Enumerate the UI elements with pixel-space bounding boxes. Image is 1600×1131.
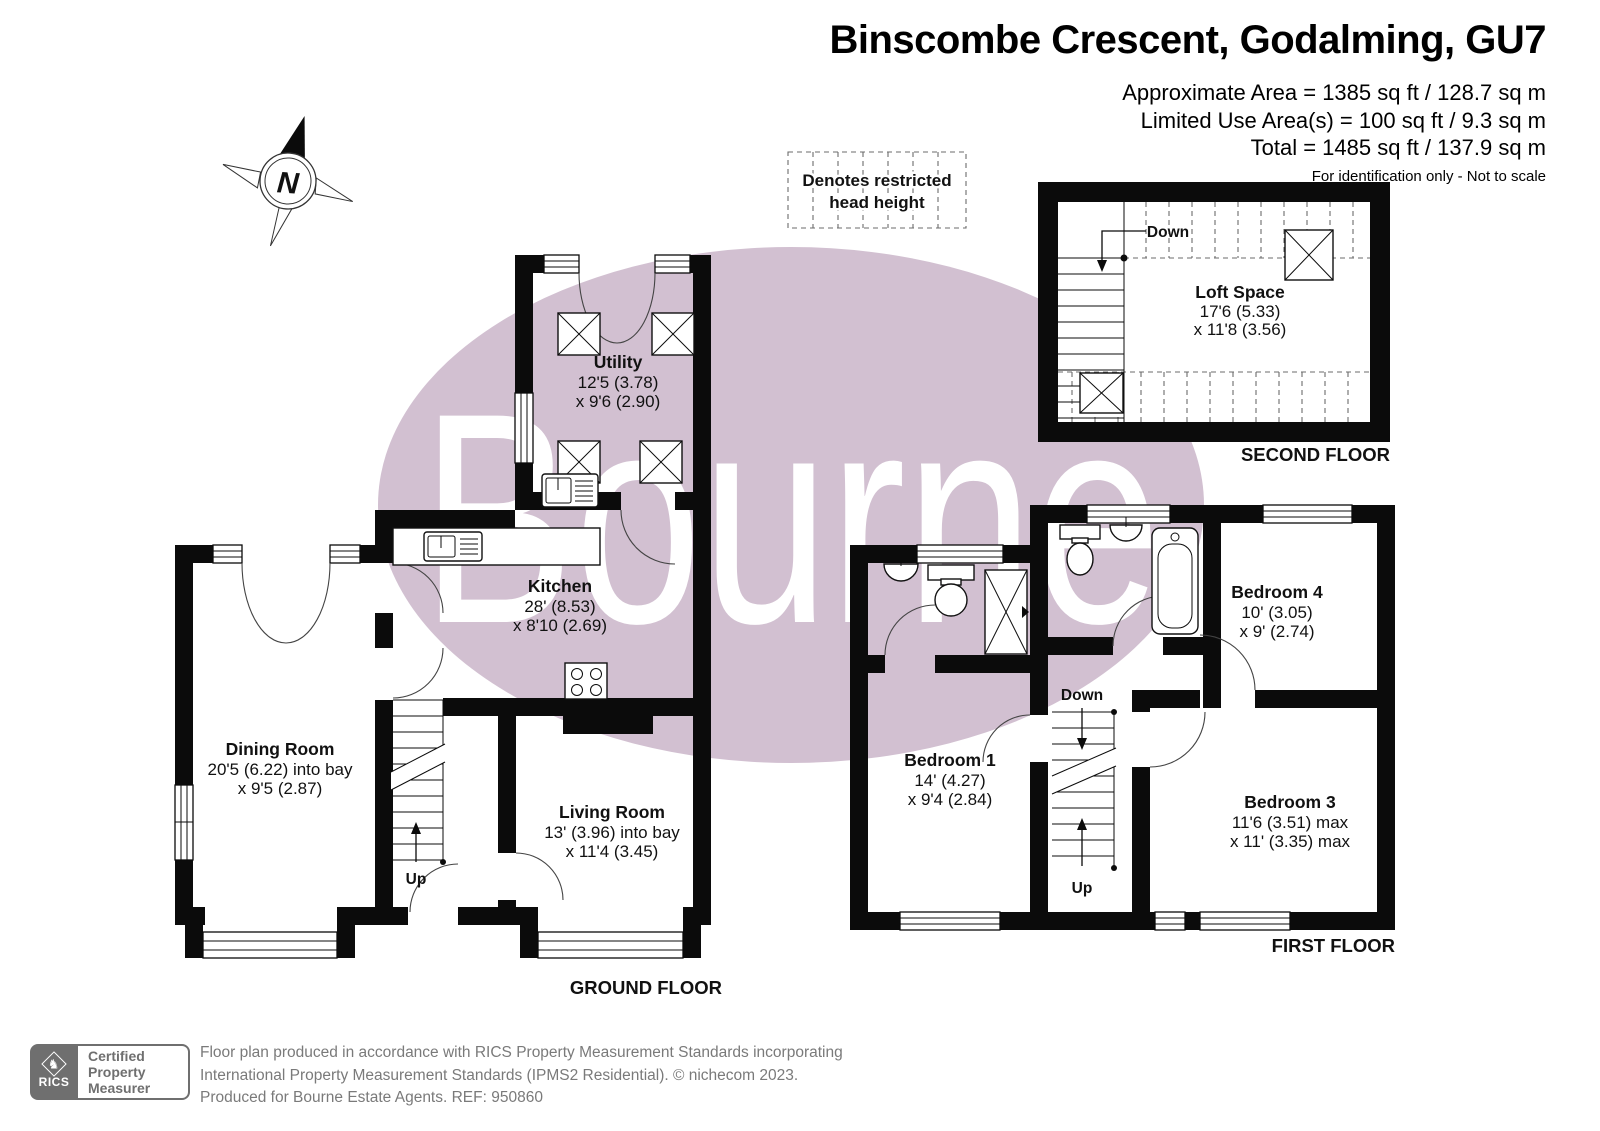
- first-floor-fixtures: [883, 517, 1199, 655]
- skylight-icon: [651, 312, 695, 356]
- stairs-up-label: Up: [1072, 880, 1093, 897]
- svg-text:13' (3.96) into bay: 13' (3.96) into bay: [544, 823, 680, 842]
- window: [543, 254, 580, 274]
- svg-text:17'6 (5.33): 17'6 (5.33): [1200, 302, 1281, 321]
- second-floor-labels: Loft Space 17'6 (5.33) x 11'8 (3.56) SEC…: [1194, 282, 1390, 465]
- second-floor-fixtures: [1079, 229, 1334, 414]
- rics-lion-icon: ♞: [41, 1051, 67, 1077]
- area-approximate: Approximate Area = 1385 sq ft / 128.7 sq…: [1122, 80, 1546, 105]
- room-label-loft: Loft Space: [1195, 282, 1285, 302]
- room-label-kitchen: Kitchen: [528, 576, 592, 596]
- toilet-icon: [1059, 524, 1101, 576]
- caption-second-floor: SECOND FLOOR: [1241, 444, 1390, 465]
- ground-floor-fixtures: [392, 312, 695, 700]
- svg-text:10' (3.05): 10' (3.05): [1241, 603, 1312, 622]
- kitchen-counter: [392, 527, 601, 566]
- svg-text:28' (8.53): 28' (8.53): [524, 597, 595, 616]
- stairs-up-label: Up: [406, 871, 427, 888]
- svg-text:x 11'8 (3.56): x 11'8 (3.56): [1194, 320, 1287, 339]
- compass-rose-icon: N: [222, 115, 353, 247]
- room-label-bedroom4: Bedroom 4: [1231, 582, 1323, 602]
- bath-icon: [1151, 527, 1199, 635]
- basin-icon: [883, 556, 919, 582]
- badge-line2: Property: [88, 1064, 146, 1080]
- svg-text:14' (4.27): 14' (4.27): [914, 771, 985, 790]
- ground-floor-windows: [174, 254, 701, 959]
- skylight-icon: [1079, 372, 1124, 414]
- first-floor-plan: Down Up Bedroom 1 14' (4.27) x 9'4 (2.84…: [850, 504, 1395, 956]
- badge-line1: Certified: [88, 1048, 145, 1064]
- window: [1154, 911, 1186, 931]
- caption-ground-floor: GROUND FLOOR: [570, 977, 722, 998]
- first-floor-labels: Bedroom 1 14' (4.27) x 9'4 (2.84) Bedroo…: [904, 582, 1395, 956]
- disclaimer-line3: Produced for Bourne Estate Agents. REF: …: [200, 1089, 543, 1106]
- svg-text:x 9' (2.74): x 9' (2.74): [1239, 622, 1314, 641]
- bay-window: [185, 925, 355, 959]
- window: [1199, 911, 1291, 931]
- window: [174, 784, 194, 861]
- compass-north-label: N: [276, 166, 301, 201]
- svg-text:11'6 (3.51) max: 11'6 (3.51) max: [1232, 813, 1349, 832]
- shower-icon: [984, 569, 1029, 655]
- skylight-icon: [557, 312, 601, 356]
- second-floor-plan: Down Loft Space 17'6 (5.33) x 11'8 (3.56…: [1038, 182, 1390, 465]
- ground-floor-doors: [241, 272, 676, 913]
- ground-floor-labels: Utility 12'5 (3.78) x 9'6 (2.90) Kitchen…: [207, 352, 722, 998]
- svg-text:20'5 (6.22) into bay: 20'5 (6.22) into bay: [207, 760, 353, 779]
- rics-certification-label: Certified Property Measurer: [78, 1044, 190, 1100]
- window: [329, 544, 361, 564]
- rics-logo: ♞ RICS: [30, 1044, 78, 1100]
- window: [899, 911, 1001, 931]
- page-title: Binscombe Crescent, Godalming, GU7: [829, 18, 1547, 62]
- area-limited-use: Limited Use Area(s) = 100 sq ft / 9.3 sq…: [1140, 107, 1546, 133]
- ground-floor-stairs: Up: [390, 699, 446, 888]
- window: [1086, 504, 1171, 524]
- svg-text:12'5 (3.78): 12'5 (3.78): [578, 373, 659, 392]
- footer-disclaimer: Floor plan produced in accordance with R…: [200, 1042, 843, 1110]
- room-label-bedroom3: Bedroom 3: [1244, 792, 1336, 812]
- hob-icon: [564, 662, 608, 700]
- stairs-down-label: Down: [1147, 224, 1189, 241]
- header: Binscombe Crescent, Godalming, GU7 Appro…: [830, 18, 1547, 185]
- scale-note: For identification only - Not to scale: [1311, 167, 1546, 185]
- svg-text:x 9'6 (2.90): x 9'6 (2.90): [576, 392, 661, 411]
- stairs-down-label: Down: [1061, 687, 1103, 704]
- legend-text-line1: Denotes restricted: [802, 171, 951, 190]
- badge-line3: Measurer: [88, 1080, 151, 1096]
- area-total: Total = 1485 sq ft / 137.9 sq m: [1250, 135, 1546, 160]
- room-label-bedroom1: Bedroom 1: [904, 750, 996, 770]
- first-floor-windows: [899, 504, 1353, 931]
- skylight-icon: [639, 440, 683, 484]
- svg-text:x 11'4 (3.45): x 11'4 (3.45): [566, 842, 659, 861]
- disclaimer-line2: International Property Measurement Stand…: [200, 1066, 799, 1084]
- ground-floor-plan: Up Utility 12'5 (3.78) x 9'6 (2.90) Kitc…: [174, 254, 722, 998]
- caption-first-floor: FIRST FLOOR: [1272, 935, 1395, 956]
- legend-restricted-head-height: Denotes restricted head height: [787, 151, 967, 229]
- window: [654, 254, 691, 274]
- window: [212, 544, 243, 564]
- room-label-utility: Utility: [594, 352, 643, 372]
- basin-icon: [1109, 517, 1143, 542]
- bay-window: [520, 925, 701, 959]
- toilet-icon: [927, 564, 975, 617]
- first-floor-walls: [850, 505, 1395, 930]
- legend-text-line2: head height: [829, 193, 925, 212]
- room-label-dining: Dining Room: [226, 739, 335, 759]
- first-floor-stairs: Down Up: [1051, 687, 1117, 897]
- room-label-living: Living Room: [559, 802, 665, 822]
- skylight-icon: [1284, 229, 1334, 281]
- window: [1262, 504, 1353, 524]
- rics-badge: ♞ RICS Certified Property Measurer: [30, 1044, 190, 1100]
- window: [514, 392, 534, 464]
- svg-text:x 9'5 (2.87): x 9'5 (2.87): [238, 779, 323, 798]
- svg-text:x 8'10 (2.69): x 8'10 (2.69): [513, 616, 607, 635]
- disclaimer-line1: Floor plan produced in accordance with R…: [200, 1044, 843, 1061]
- utility-sink-icon: [541, 473, 599, 508]
- window: [916, 544, 1004, 564]
- svg-text:x 11' (3.35) max: x 11' (3.35) max: [1230, 832, 1351, 851]
- svg-text:x 9'4 (2.84): x 9'4 (2.84): [908, 790, 993, 809]
- rics-org-label: RICS: [38, 1075, 70, 1089]
